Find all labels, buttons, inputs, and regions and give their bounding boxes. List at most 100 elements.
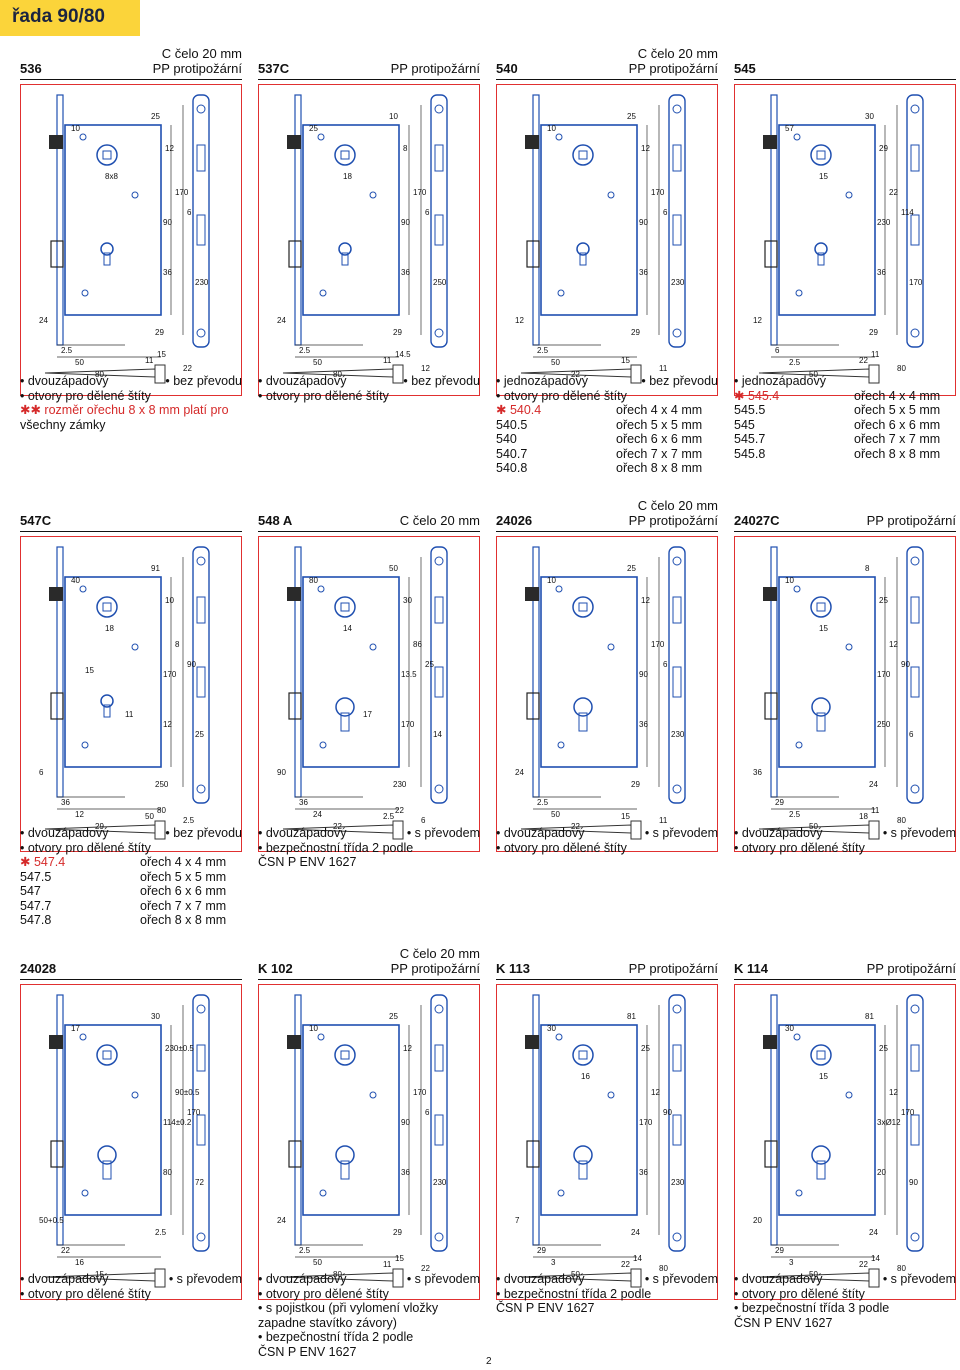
- dimension-label: 250: [877, 720, 891, 729]
- dead-bolt: [764, 1140, 778, 1168]
- dimension-label: 12: [641, 144, 650, 153]
- latch-bolt: [287, 587, 301, 601]
- dead-bolt: [288, 240, 302, 268]
- dimension-label: 230: [393, 780, 407, 789]
- dimension-label: 11: [659, 364, 668, 373]
- dimension-label: 29: [631, 328, 640, 337]
- strike-bolt-opening: [434, 214, 444, 246]
- lock-case: [302, 576, 400, 768]
- dimension-label: 22: [859, 1260, 868, 1269]
- dimension-label: 22: [183, 364, 192, 373]
- dimension-label: 50: [313, 1258, 322, 1267]
- description-right: • s převodem: [644, 1272, 718, 1286]
- description-right: ořech 7 x 7 mm: [140, 898, 227, 913]
- strike-screw-bottom: [434, 1232, 444, 1242]
- product-description: • dvouzápadový• s převodem• otvory pro d…: [20, 1272, 242, 1301]
- fixing-hole: [319, 289, 327, 297]
- dimension-label: 36: [877, 268, 886, 277]
- dimension-label: 29: [155, 328, 164, 337]
- strike-latch-opening: [910, 144, 920, 172]
- strike-screw-top: [672, 104, 682, 114]
- fixing-hole: [317, 133, 325, 141]
- latch-bolt: [763, 1035, 777, 1049]
- fixing-hole: [131, 1091, 139, 1099]
- dimension-label: 22: [395, 806, 404, 815]
- spindle-square: [340, 602, 350, 612]
- dimension-label: 29: [631, 780, 640, 789]
- cylinder-hole: [573, 1145, 593, 1165]
- dead-bolt: [526, 240, 540, 268]
- dimension-label: 230: [433, 1178, 447, 1187]
- strike-latch-opening: [434, 144, 444, 172]
- fixing-hole: [79, 133, 87, 141]
- latch-bolt: [525, 587, 539, 601]
- fire-rating-note: PP protipožární: [628, 961, 718, 976]
- dimension-label: 170: [909, 278, 923, 287]
- keyhole-slot: [817, 252, 825, 266]
- spindle-square: [816, 602, 826, 612]
- strike-screw-bottom: [672, 328, 682, 338]
- dimension-label: 36: [639, 268, 648, 277]
- fire-rating-note: PP protipožární: [390, 961, 480, 976]
- description-right: • s převodem: [406, 826, 480, 840]
- fixing-hole: [555, 1033, 563, 1041]
- dimension-label: 40: [71, 576, 80, 585]
- description-left: ČSN P ENV 1627: [496, 1301, 595, 1315]
- dimension-label: 24: [631, 1228, 640, 1237]
- description-left: všechny zámky: [20, 417, 106, 432]
- description-line: • otvory pro dělené štíty: [258, 389, 480, 404]
- dimension-label: 15: [621, 812, 630, 821]
- latch-side-flange: [392, 1268, 404, 1288]
- strike-screw-bottom: [910, 784, 920, 794]
- fixing-hole: [81, 289, 89, 297]
- latch-bolt: [49, 135, 63, 149]
- fire-rating-note: C čelo 20 mm: [399, 513, 480, 528]
- strike-bolt-opening: [672, 214, 682, 246]
- lock-case: [64, 1024, 162, 1216]
- keyhole: [814, 242, 828, 256]
- dimension-label: 50: [313, 358, 322, 367]
- dimension-label: 3: [789, 1258, 794, 1267]
- description-line: • otvory pro dělené štíty: [258, 1287, 480, 1302]
- latch-bolt: [49, 587, 63, 601]
- strike-bolt-opening: [434, 666, 444, 698]
- follower-hub: [96, 596, 118, 618]
- description-left: • dvouzápadový: [20, 826, 109, 840]
- description-line: • dvouzápadový• s převodem: [496, 826, 718, 841]
- description-right: • s převodem: [644, 826, 718, 840]
- description-right: ořech 5 x 5 mm: [854, 403, 941, 417]
- dimension-label: 90: [901, 660, 910, 669]
- lock-case: [540, 124, 638, 316]
- lock-case: [302, 124, 400, 316]
- strike-screw-bottom: [196, 328, 206, 338]
- dimension-label: 25: [879, 596, 888, 605]
- dimension-label: 22: [571, 370, 580, 379]
- description-line: • otvory pro dělené štíty: [496, 841, 718, 856]
- dimension-label: 11: [145, 356, 154, 365]
- dimension-label: 11: [383, 1260, 392, 1269]
- latch-side-flange: [868, 1268, 880, 1288]
- fixing-hole: [795, 741, 803, 749]
- dimension-label: 14: [343, 624, 352, 633]
- fixing-hole: [607, 191, 615, 199]
- strike-bolt-opening: [910, 214, 920, 246]
- description-line: • jednozápadový• bez převodu: [496, 374, 718, 389]
- description-left: 540: [496, 432, 517, 446]
- dimension-label: 30: [785, 1024, 794, 1033]
- dimension-label: 36: [401, 268, 410, 277]
- follower-hub: [334, 144, 356, 166]
- forend-plate: [532, 94, 540, 346]
- description-line: • bezpečnostní třída 2 podle: [258, 1330, 480, 1345]
- dimension-label: 10: [309, 1024, 318, 1033]
- keyhole-slot: [341, 252, 349, 266]
- strike-bolt-opening: [196, 1114, 206, 1146]
- latch-bolt: [763, 587, 777, 601]
- dimension-label: 80: [659, 1264, 668, 1273]
- dimension-label: 170: [413, 1088, 427, 1097]
- description-line: • otvory pro dělené štíty: [20, 841, 242, 856]
